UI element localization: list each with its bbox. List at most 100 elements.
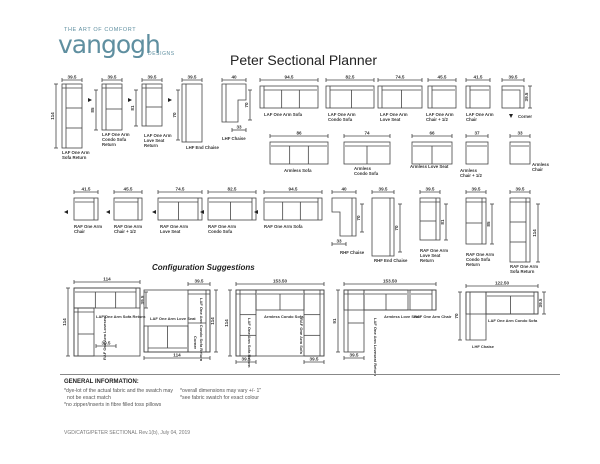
dimension-label: 40 — [231, 75, 237, 80]
piece-label: Armless Love Seat — [410, 164, 449, 169]
piece-outline — [73, 197, 99, 221]
piece-outline — [235, 289, 257, 357]
general-info-heading: GENERAL INFORMATION: — [64, 379, 139, 385]
piece-outline — [101, 83, 123, 131]
dimension-label: 39.5 — [188, 75, 197, 80]
general-info-right: *overall dimensions may vary +/- 1" *see… — [180, 388, 261, 402]
arrow-icon — [88, 98, 92, 102]
dimension-label: 37 — [474, 131, 480, 136]
dimension-label: 153.50 — [383, 279, 397, 284]
note-line: *see fabric swatch for exact colour — [180, 395, 260, 401]
dimension-label: 39.5 — [195, 279, 204, 284]
piece-outline — [303, 289, 325, 357]
dimension-label: 74.5 — [176, 187, 185, 192]
dimension-label: 39.5 — [538, 298, 543, 307]
dimension-label: 39.5 — [242, 357, 251, 362]
dimension-label: 39.5 — [108, 75, 117, 80]
dimension-label: 70 — [394, 225, 399, 231]
piece-outline — [73, 307, 95, 357]
dimension-label: 45.5 — [438, 75, 447, 80]
dimension-label: 122.50 — [495, 281, 509, 286]
piece-label: LAF One Arm Condo Sofa Return — [199, 298, 204, 362]
page-title: Peter Sectional Planner — [230, 52, 378, 68]
dimension-label: 45.5 — [124, 187, 133, 192]
piece-label: LAF One Arm Sofa Return — [96, 314, 146, 319]
brand-tagline: THE ART OF COMFORT — [64, 27, 137, 33]
dimension-label: 114 — [532, 229, 537, 237]
piece-outline — [113, 197, 143, 221]
piece-outline — [263, 197, 323, 221]
piece-label: Corner — [193, 336, 198, 350]
piece-outline — [465, 291, 487, 341]
dimension-label: 94.5 — [285, 75, 294, 80]
dimension-label: 70 — [172, 112, 177, 118]
piece-label: RAF One Arm Chair — [414, 314, 452, 319]
piece-outline — [73, 287, 141, 309]
dimension-label: 114 — [173, 353, 181, 358]
piece-label: LAF One Arm Love Seat — [150, 316, 196, 321]
divider — [60, 374, 560, 375]
dimension-label: 114 — [50, 112, 55, 120]
piece-outline — [501, 85, 525, 109]
dimension-label: 41.5 — [474, 75, 483, 80]
dimension-label: 114 — [224, 319, 229, 327]
piece-outline — [187, 289, 211, 353]
arrow-icon — [152, 210, 156, 214]
piece-outline — [141, 83, 163, 127]
piece-label: LHF Chaise — [222, 136, 246, 141]
dimension-label: 114 — [62, 318, 67, 326]
brand-sub: DESIGNS — [148, 51, 175, 57]
piece-outline — [269, 141, 329, 165]
dimension-label: 33 — [517, 131, 523, 136]
dimension-label: 74.5 — [396, 75, 405, 80]
piece-label: RAF One Arm Sofa — [264, 224, 303, 229]
piece-label: Armless Love Seat — [384, 314, 420, 319]
dimension-label: 39.5 — [148, 75, 157, 80]
arrow-icon — [64, 210, 68, 214]
dimension-label: 39.5 — [68, 75, 77, 80]
piece-outline — [343, 289, 437, 311]
dimension-label: 70 — [356, 215, 361, 221]
piece-label: RAF One Arm Sofa — [299, 318, 304, 355]
dimension-label: 74 — [364, 131, 370, 136]
dimension-label: 85 — [90, 107, 95, 113]
piece-label: RAF One Arm Loveseat — [102, 315, 107, 360]
piece-outline — [465, 197, 487, 245]
piece-outline — [465, 291, 539, 315]
piece-outline — [325, 85, 375, 109]
piece-outline — [259, 85, 319, 109]
piece-label: LAF One Arm Loveseat Return — [373, 318, 378, 377]
piece-outline — [509, 141, 531, 165]
dimension-label: 85 — [486, 221, 491, 227]
dimension-label: 39.5 — [350, 353, 359, 358]
piece-outline — [427, 85, 457, 109]
piece-outline — [409, 289, 437, 311]
piece-outline — [221, 83, 247, 123]
dimension-label: 39.5 — [472, 187, 481, 192]
arrow-icon — [168, 98, 172, 102]
dimension-label: 39.5 — [379, 187, 388, 192]
dimension-label: 39.5 — [310, 357, 319, 362]
piece-outline — [485, 291, 539, 315]
dimension-label: 66 — [429, 131, 435, 136]
dimension-label: 33 — [336, 239, 342, 244]
dimension-label: 33 — [236, 125, 242, 130]
dimension-label: 81 — [440, 219, 445, 225]
dimension-label: 39.5 — [524, 92, 529, 101]
dimension-label: 41.5 — [82, 187, 91, 192]
general-info-left: *dye-lot of the actual fabric and the sw… — [64, 388, 173, 409]
dimension-label: 39.5 — [140, 295, 145, 304]
dimension-label: 114 — [210, 317, 215, 325]
